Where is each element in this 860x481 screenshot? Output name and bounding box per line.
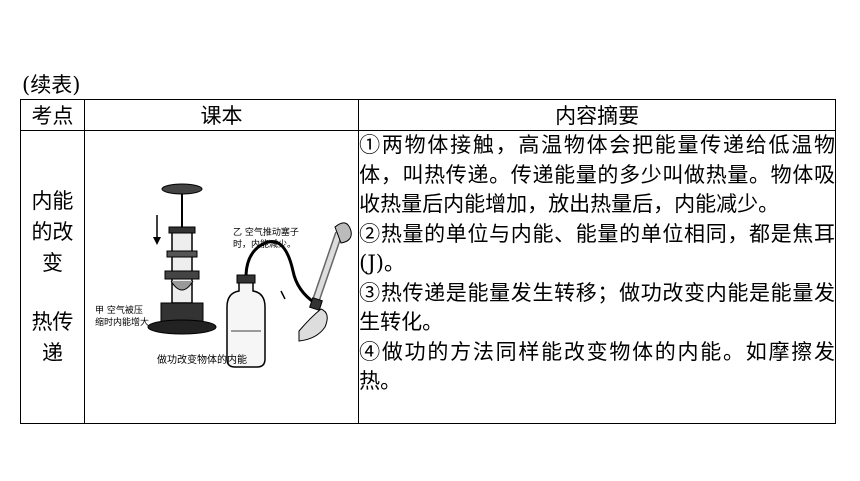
topic-line: 热传	[31, 309, 74, 334]
topic-line: 内能	[31, 188, 74, 213]
table-header-row: 考点 课本 内容摘要	[20, 99, 836, 131]
topic-line: 的改	[31, 219, 74, 244]
table-caption: (续表)	[22, 73, 81, 97]
summary-point-4: ④做功的方法同样能改变物体的内能。如摩擦发热。	[359, 339, 835, 394]
textbook-figure-cell: 乙 空气推动塞子 时，内能减少。 甲 空气被压 缩时内能增大 做功改变物体的内能	[83, 130, 360, 424]
down-arrow	[152, 215, 161, 245]
topic-line: 递	[41, 340, 63, 365]
header-textbook: 课本	[83, 99, 360, 131]
summary-cell: ①两物体接触，高温物体会把能量传递给低温物体，叫热传递。传递能量的多少叫做热量。…	[358, 130, 836, 424]
figure-caption: 做功改变物体的内能	[157, 353, 247, 366]
summary-point-1: ①两物体接触，高温物体会把能量传递给低温物体，叫热传递。传递能量的多少叫做热量。…	[359, 133, 835, 216]
label-yi: 乙 空气推动塞子	[233, 226, 299, 238]
compression-piston-apparatus	[147, 183, 217, 335]
knowledge-table: 考点 课本 内容摘要 内能 的改 变 热传 递	[20, 99, 836, 424]
header-topic: 考点	[20, 99, 85, 131]
topic-line: 变	[41, 250, 63, 275]
label-jia-line2: 缩时内能增大	[95, 316, 149, 328]
table-row: 内能 的改 变 热传 递	[20, 130, 836, 424]
label-yi-line2: 时，内能减少。	[233, 238, 296, 250]
summary-point-2: ②热量的单位与内能、能量的单位相同，都是焦耳(J)。	[359, 221, 835, 276]
header-summary: 内容摘要	[358, 99, 836, 131]
work-changes-internal-energy-illustration: 乙 空气推动塞子 时，内能减少。 甲 空气被压 缩时内能增大 做功改变物体的内能	[95, 183, 352, 368]
bottle-and-pump-apparatus	[226, 222, 352, 368]
label-jia: 甲 空气被压	[95, 304, 143, 316]
topic-cell: 内能 的改 变 热传 递	[20, 130, 85, 424]
summary-point-3: ③热传递是能量发生转移；做功改变内能是能量发生转化。	[359, 280, 835, 335]
